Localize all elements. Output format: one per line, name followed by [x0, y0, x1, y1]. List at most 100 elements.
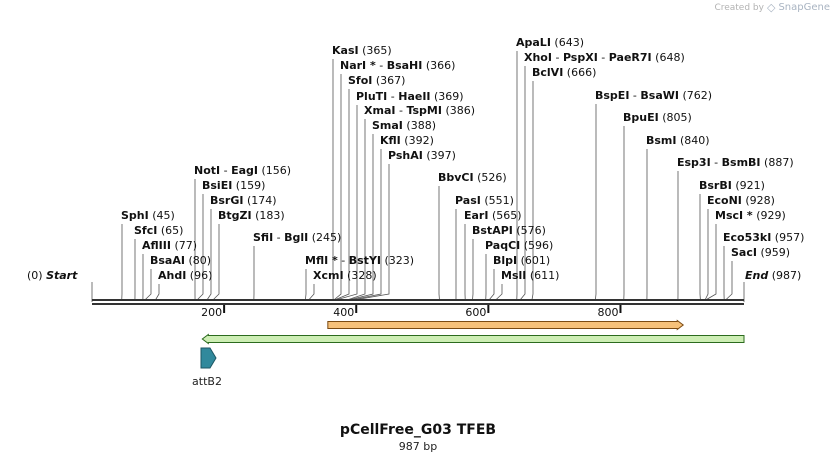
site-line-econi — [704, 209, 709, 301]
site-text-bsrgi: BsrGI (174) — [210, 194, 277, 207]
site-line-xhoi — [519, 66, 526, 301]
site-label-kasi[interactable]: KasI (365) — [332, 44, 392, 57]
site-text-smai: SmaI (388) — [372, 119, 436, 132]
site-text-mfli: MflI * - BstYI (323) — [305, 254, 414, 267]
site-label-econi[interactable]: EcoNI (928) — [707, 194, 775, 207]
site-label-xcmi[interactable]: XcmI (328) — [313, 269, 377, 282]
site-label-paqci[interactable]: PaqCI (596) — [485, 239, 553, 252]
site-label-nari[interactable]: NarI * - BsaHI (366) — [340, 59, 455, 72]
site-line-bclvi — [531, 81, 534, 301]
site-label-afliii[interactable]: AflIII (77) — [142, 239, 197, 252]
site-label-kfli[interactable]: KflI (392) — [380, 134, 434, 147]
site-label-eari[interactable]: EarI (565) — [464, 209, 522, 222]
site-label-bsrgi[interactable]: BsrGI (174) — [210, 194, 277, 207]
site-line-bspei — [594, 104, 597, 301]
site-label-pasi[interactable]: PasI (551) — [455, 194, 514, 207]
site-text-bstapi: BstAPI (576) — [472, 224, 546, 237]
site-label-smai[interactable]: SmaI (388) — [372, 119, 436, 132]
map-length: 987 bp — [398, 440, 438, 453]
snapgene-name: SnapGene — [778, 2, 830, 13]
green-feature-arrow[interactable] — [201, 333, 745, 345]
site-label-sfii[interactable]: SfiI - BglI (245) — [253, 231, 341, 244]
site-label-bsaai[interactable]: BsaAI (80) — [150, 254, 211, 267]
site-text-bsiei: BsiEI (159) — [202, 179, 265, 192]
site-text-esp3i: Esp3I - BsmBI (887) — [677, 156, 794, 169]
site-label-bsmi[interactable]: BsmI (840) — [646, 134, 710, 147]
site-text-eari: EarI (565) — [464, 209, 522, 222]
site-line-msci — [705, 224, 717, 301]
site-text-pasi: PasI (551) — [455, 194, 514, 207]
site-line-saci — [725, 261, 733, 301]
site-line-pluti — [335, 105, 358, 301]
site-label-sfoi[interactable]: SfoI (367) — [348, 74, 405, 87]
site-label-bstapi[interactable]: BstAPI (576) — [472, 224, 546, 237]
site-label-msli[interactable]: MslI (611) — [501, 269, 559, 282]
ruler-label-800: 800 — [597, 306, 618, 319]
site-text-bsmi: BsmI (840) — [646, 134, 710, 147]
site-label-bsrbi[interactable]: BsrBI (921) — [699, 179, 765, 192]
attb2-feature-arrow[interactable] — [200, 347, 217, 369]
site-text-econi: EcoNI (928) — [707, 194, 775, 207]
site-text-pshai: PshAI (397) — [388, 149, 456, 162]
site-line-sfoi — [334, 89, 350, 301]
site-label-bsiei[interactable]: BsiEI (159) — [202, 179, 265, 192]
site-label-blpi[interactable]: BlpI (601) — [493, 254, 550, 267]
site-labels: SphI (45) SfcI (65) AflIII (77) BsaAI (80) A… — [121, 36, 804, 282]
site-text-bclvi: BclVI (666) — [532, 66, 596, 79]
map-title: pCellFree_G03 TFEB — [339, 422, 497, 438]
site-text-xhoi: XhoI - PspXI - PaeR7I (648) — [524, 51, 685, 64]
site-text-sfci: SfcI (65) — [134, 224, 183, 237]
site-label-sfci[interactable]: SfcI (65) — [134, 224, 183, 237]
site-label-bpuei[interactable]: BpuEI (805) — [623, 111, 692, 124]
site-text-btgzi: BtgZI (183) — [218, 209, 285, 222]
site-label-bclvi[interactable]: BclVI (666) — [532, 66, 596, 79]
site-text-bpuei: BpuEI (805) — [623, 111, 692, 124]
start-label: (0) Start — [27, 269, 78, 282]
site-label-sphi[interactable]: SphI (45) — [121, 209, 175, 222]
site-text-kfli: KflI (392) — [380, 134, 434, 147]
site-label-pluti[interactable]: PluTI - HaeII (369) — [356, 90, 464, 103]
site-label-esp3i[interactable]: Esp3I - BsmBI (887) — [677, 156, 794, 169]
site-line-xcmi — [308, 284, 315, 301]
created-by-label: Created by — [714, 2, 764, 13]
site-text-sfii: SfiI - BglI (245) — [253, 231, 341, 244]
site-label-msci[interactable]: MscI * (929) — [715, 209, 786, 222]
site-text-nari: NarI * - BsaHI (366) — [340, 59, 455, 72]
site-line-bsaai — [144, 269, 152, 301]
site-text-xcmi: XcmI (328) — [313, 269, 377, 282]
site-text-ahdi: AhdI (96) — [158, 269, 212, 282]
snapgene-logo-icon: ◇ — [766, 1, 776, 14]
snapgene-branding: Created by ◇ SnapGene — [714, 1, 830, 14]
site-text-xmai: XmaI - TspMI (386) — [364, 104, 475, 117]
orange-feature-arrow[interactable] — [327, 319, 685, 331]
site-line-pshai — [354, 164, 390, 301]
site-label-saci[interactable]: SacI (959) — [731, 246, 790, 259]
site-label-eco53ki[interactable]: Eco53kI (957) — [723, 231, 804, 244]
site-label-btgzi[interactable]: BtgZI (183) — [218, 209, 285, 222]
site-label-pshai[interactable]: PshAI (397) — [388, 149, 456, 162]
site-text-sphi: SphI (45) — [121, 209, 175, 222]
site-text-pluti: PluTI - HaeII (369) — [356, 90, 464, 103]
site-text-bbvci: BbvCI (526) — [438, 171, 507, 184]
attb2-label: attB2 — [192, 375, 222, 388]
site-line-bsrgi — [206, 209, 212, 301]
site-line-smai — [348, 134, 374, 301]
ruler-label-200: 200 — [201, 306, 222, 319]
site-label-bbvci[interactable]: BbvCI (526) — [438, 171, 507, 184]
site-line-blpi — [488, 269, 495, 301]
site-text-msci: MscI * (929) — [715, 209, 786, 222]
end-label: End (987) — [745, 269, 801, 282]
site-label-ahdi[interactable]: AhdI (96) — [158, 269, 212, 282]
site-label-bspei[interactable]: BspEI - BsaWI (762) — [595, 89, 712, 102]
site-text-bspei: BspEI - BsaWI (762) — [595, 89, 712, 102]
site-text-eco53ki: Eco53kI (957) — [723, 231, 804, 244]
site-label-xmai[interactable]: XmaI - TspMI (386) — [364, 104, 475, 117]
site-label-xhoi[interactable]: XhoI - PspXI - PaeR7I (648) — [524, 51, 685, 64]
site-label-mfli[interactable]: MflI * - BstYI (323) — [305, 254, 414, 267]
site-label-noti[interactable]: NotI - EagI (156) — [194, 164, 291, 177]
site-text-kasi: KasI (365) — [332, 44, 392, 57]
site-label-apali[interactable]: ApaLI (643) — [516, 36, 584, 49]
site-line-nari — [333, 74, 342, 301]
site-text-msli: MslI (611) — [501, 269, 559, 282]
